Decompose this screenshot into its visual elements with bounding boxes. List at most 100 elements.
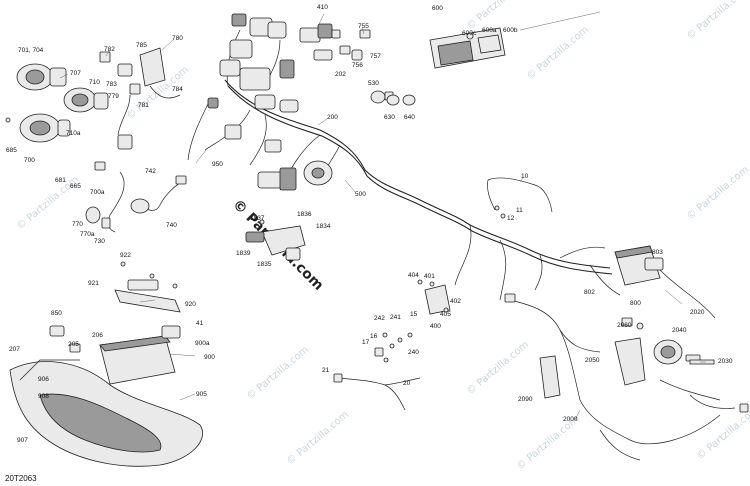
main-wire-harness (187, 29, 621, 301)
callout-label: 800 (630, 300, 641, 307)
bracket-920 (114, 261, 181, 313)
fasteners-15-17 (374, 332, 413, 363)
callout-label: 405 (440, 311, 451, 318)
callout-label: 742 (145, 168, 156, 175)
callout-label: 710a (66, 130, 81, 137)
bracket-400 (417, 279, 451, 315)
callout-label: 803 (652, 249, 663, 256)
bracket-1834 (245, 219, 306, 261)
watermark-text: © Partzilla.com (525, 24, 591, 82)
wire-10 (487, 177, 553, 213)
callout-label: 17 (362, 339, 370, 346)
connector-2090 (539, 355, 561, 399)
sensors-530-640 (370, 90, 416, 106)
callout-label: 700 (24, 157, 35, 164)
watermark-text: © Partzilla.com (465, 339, 531, 397)
callout-label: 784 (172, 86, 183, 93)
callout-label: 41 (196, 320, 204, 327)
callout-label: 757 (370, 53, 381, 60)
callout-label: 907 (17, 437, 28, 444)
callout-label: 1839 (236, 250, 251, 257)
callout-label: 404 (408, 272, 419, 279)
callout-label: 207 (9, 346, 20, 353)
callout-label: 685 (6, 147, 17, 154)
callout-label: 740 (166, 222, 177, 229)
callout-label: 782 (104, 46, 115, 53)
callout-label: 16 (370, 333, 378, 340)
callout-label: 2060 (617, 322, 632, 329)
callout-label: 401 (424, 273, 435, 280)
callout-label: 2020 (690, 309, 705, 316)
callout-label: 2000 (563, 416, 578, 423)
callout-label: 710 (89, 79, 100, 86)
callout-label: 242 (374, 315, 385, 322)
callout-label: 20 (403, 380, 411, 387)
callout-label: 922 (120, 252, 131, 259)
callout-label: 700a (90, 189, 105, 196)
callout-label: 770a (80, 231, 95, 238)
callout-label: 681 (55, 177, 66, 184)
callout-label: 600c (462, 30, 477, 37)
callout-label: 410 (317, 4, 328, 11)
callout-labels: 410 755 757 756 202 600 600c 600a 600b 7… (6, 4, 733, 444)
callout-label: 241 (390, 314, 401, 321)
plug-2060 (621, 317, 633, 327)
callout-label: 701, 704 (18, 47, 44, 54)
callout-label: 500 (355, 191, 366, 198)
callout-label: 402 (450, 298, 461, 305)
callout-label: 200 (327, 114, 338, 121)
callout-label: 11 (516, 207, 523, 214)
callout-label: 2050 (585, 357, 600, 364)
callout-label: 707 (70, 70, 81, 77)
wire-20 (333, 373, 421, 411)
harness-connectors (207, 13, 371, 191)
callout-label: 906 (38, 376, 49, 383)
callout-label: 600 (432, 5, 443, 12)
battery-assembly-900 (49, 325, 181, 385)
callout-label: 908 (38, 393, 49, 400)
callout-label: 640 (404, 114, 415, 121)
leader-lines (59, 11, 706, 421)
callout-label: 15 (410, 311, 418, 318)
callout-label: 779 (108, 93, 119, 100)
callout-label: 785 (136, 42, 147, 49)
callout-label: 2030 (718, 358, 733, 365)
control-module-800 (614, 245, 664, 286)
callout-label: 600a (482, 27, 497, 34)
callout-label: 921 (88, 280, 99, 287)
callout-label: 665 (70, 183, 81, 190)
callout-label: 1835 (257, 261, 272, 268)
callout-label: 900a (195, 340, 210, 347)
figure-reference: 20T2063 (5, 474, 37, 483)
watermark-text: © Partzilla.com (685, 0, 750, 42)
callout-label: 730 (94, 238, 105, 245)
callout-label: 1837 (250, 215, 265, 222)
callout-label: 530 (368, 80, 379, 87)
watermark-text: © Partzilla.com (465, 0, 531, 32)
callout-label: 400 (430, 323, 441, 330)
cable-730-740 (85, 171, 187, 233)
watermark-text: © Partzilla.com (245, 344, 311, 402)
callout-label: 900 (204, 354, 215, 361)
sensor-assemblies-700 (5, 47, 181, 171)
callout-label: 2040 (672, 327, 687, 334)
callout-label: 950 (212, 161, 223, 168)
electronic-module-600 (429, 27, 506, 69)
watermark-text: © Partzilla.com (285, 409, 351, 467)
callout-label: 756 (352, 62, 363, 69)
watermark-text: © Partzilla.com (695, 404, 750, 462)
callout-label: 2090 (518, 396, 533, 403)
callout-label: 12 (507, 215, 515, 222)
connector-11-12 (494, 205, 506, 219)
callout-label: 240 (408, 349, 419, 356)
battery-tray-905 (9, 359, 203, 467)
callout-label: 1836 (297, 211, 312, 218)
callout-label: 755 (358, 23, 369, 30)
callout-label: 850 (51, 310, 62, 317)
callout-label: 905 (196, 391, 207, 398)
callout-label: 202 (335, 71, 346, 78)
callout-label: 600b (503, 27, 518, 34)
wire-2000 (504, 269, 749, 461)
callout-label: 1834 (316, 223, 331, 230)
